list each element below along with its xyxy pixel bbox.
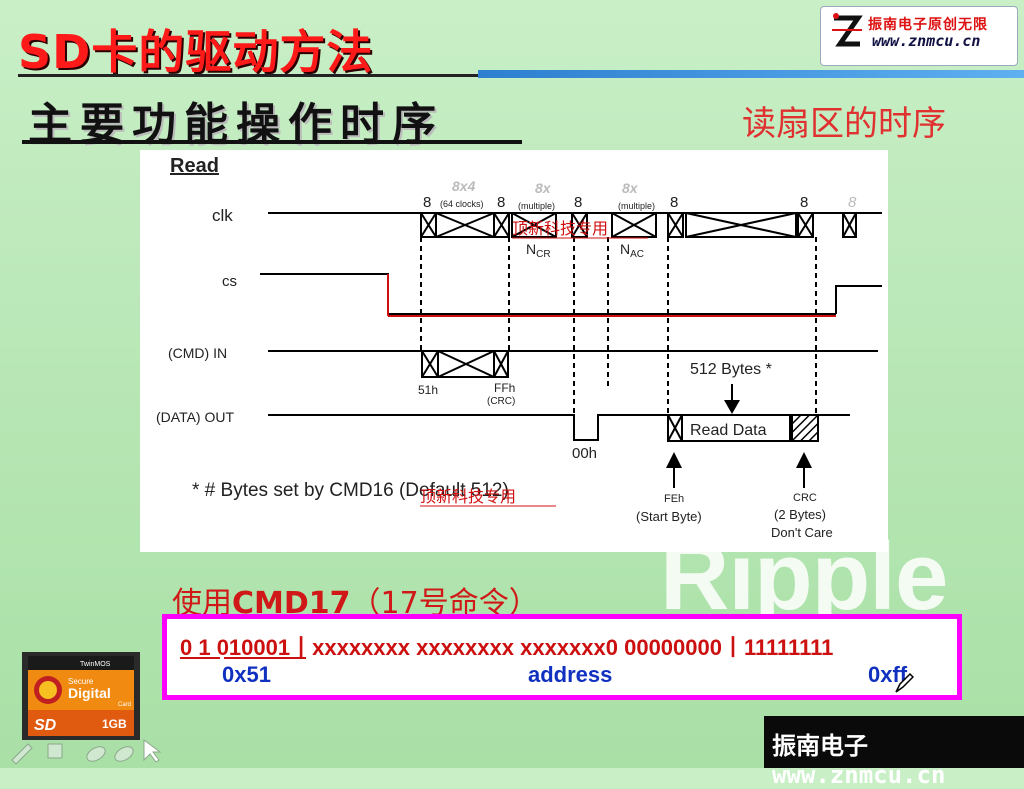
crc-label: CRC [793, 492, 817, 504]
sd-secure: Secure [68, 677, 94, 686]
clk-note: (multiple) [618, 201, 655, 211]
footnote: * # Bytes set by CMD16 (Default 512) [192, 480, 509, 501]
cmd-label-ffh: FFh [494, 381, 515, 395]
data-out-waveform [268, 414, 850, 442]
logo-chinese-text: 振南电子原创无限 [868, 17, 988, 33]
subtitle-underline [22, 140, 522, 144]
sd-logo: SD [34, 717, 57, 734]
clk-count: 8 [800, 194, 808, 211]
timing-diagram-svg: Read clk cs (CMD) IN (DATA) OUT [156, 155, 882, 540]
clk-note: (64 clocks) [440, 199, 484, 209]
nac-label: NAC [620, 241, 644, 260]
signal-data-out: (DATA) OUT [156, 409, 234, 425]
sd-card-word: Card [118, 702, 131, 708]
title-underline [18, 74, 478, 77]
pen-tool-icon[interactable] [11, 743, 33, 764]
dont-care-label: Don't Care [771, 525, 833, 540]
slideshow-controls[interactable] [8, 736, 168, 764]
bytes-arrow-head-icon [724, 400, 740, 414]
signal-clk: clk [212, 206, 233, 225]
feh-label: FEh [664, 493, 684, 505]
clk-waveform [268, 212, 882, 238]
cmd-hex-label: 0x51 [222, 662, 271, 687]
clk-count: 8 [423, 194, 431, 211]
cmd-address-label: address [528, 662, 613, 687]
cmd17-bit-pattern: 0 1 010001丨xxxxxxxx xxxxxxxx xxxxxxx0 00… [180, 635, 834, 660]
sd-card-image: TwinMOS Secure Digital Card SD 1GB [22, 652, 140, 740]
data-zero-label: 00h [572, 445, 597, 462]
feh-arrow-icon [666, 452, 682, 468]
clk-ghost-label: 8x [622, 180, 639, 196]
clk-count: 8 [670, 194, 678, 211]
clk-ghost-label: 8x4 [452, 178, 476, 194]
cmd-in-waveform [268, 350, 878, 378]
read-data-label: Read Data [690, 422, 767, 439]
pointer-icon[interactable] [143, 739, 162, 763]
clk-count: 8 [574, 194, 582, 211]
sd-brand: TwinMOS [80, 661, 111, 668]
menu-icon[interactable] [47, 743, 63, 759]
read-sector-heading: 读扇区的时序 [742, 104, 946, 144]
sd-digital: Digital [68, 685, 111, 701]
ncr-label: NCR [526, 241, 551, 260]
cmd-label-crc: (CRC) [487, 396, 515, 407]
crc-arrow-icon [796, 452, 812, 468]
slide-title: SD卡的驱动方法 [18, 25, 374, 79]
diagram-watermark: 顶新科技专用 [512, 220, 608, 238]
clk-count: 8 [497, 194, 505, 211]
clk-ghost-label: 8x [535, 180, 552, 196]
cs-waveform [260, 273, 882, 317]
header-band [478, 70, 1024, 78]
bytes-512-label: 512 Bytes * [690, 361, 772, 378]
cmd-underline [180, 657, 306, 659]
timing-diagram: Read clk cs (CMD) IN (DATA) OUT [140, 150, 888, 552]
eraser-icon[interactable] [84, 744, 107, 764]
pen-cursor-icon [895, 672, 914, 693]
sd-capacity: 1GB [102, 717, 127, 731]
diagram-watermark: 顶新科技专用 [420, 488, 516, 506]
highlighter-icon[interactable] [112, 744, 135, 764]
timing-dashes [420, 237, 817, 414]
cmd-label-51h: 51h [418, 383, 438, 397]
signal-cs: cs [222, 273, 237, 290]
clk-count-ghost: 8 [848, 194, 857, 211]
bottom-brand-bar [764, 716, 1024, 768]
signal-cmd-in: (CMD) IN [168, 345, 227, 361]
znmcu-logo-icon [832, 13, 863, 47]
diagram-title: Read [170, 155, 219, 177]
logo-url-text: www.znmcu.cn [872, 32, 981, 50]
crc-bytes-label: (2 Bytes) [774, 507, 826, 522]
bottom-brand-text: 振南电子 www.znmcu.cn [772, 732, 946, 789]
clk-note: (multiple) [518, 201, 555, 211]
start-byte-label: (Start Byte) [636, 509, 702, 524]
